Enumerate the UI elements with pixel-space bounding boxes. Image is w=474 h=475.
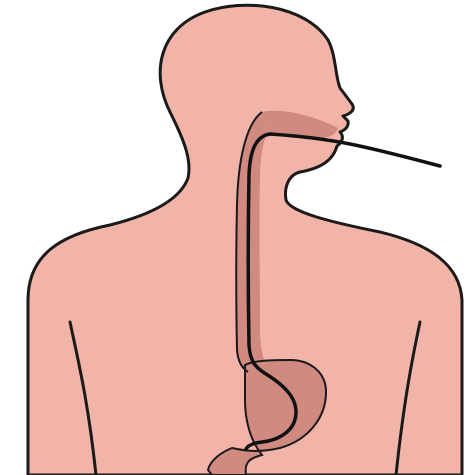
illustration-canvas [0, 0, 474, 475]
feeding-tube-diagram [0, 0, 474, 475]
